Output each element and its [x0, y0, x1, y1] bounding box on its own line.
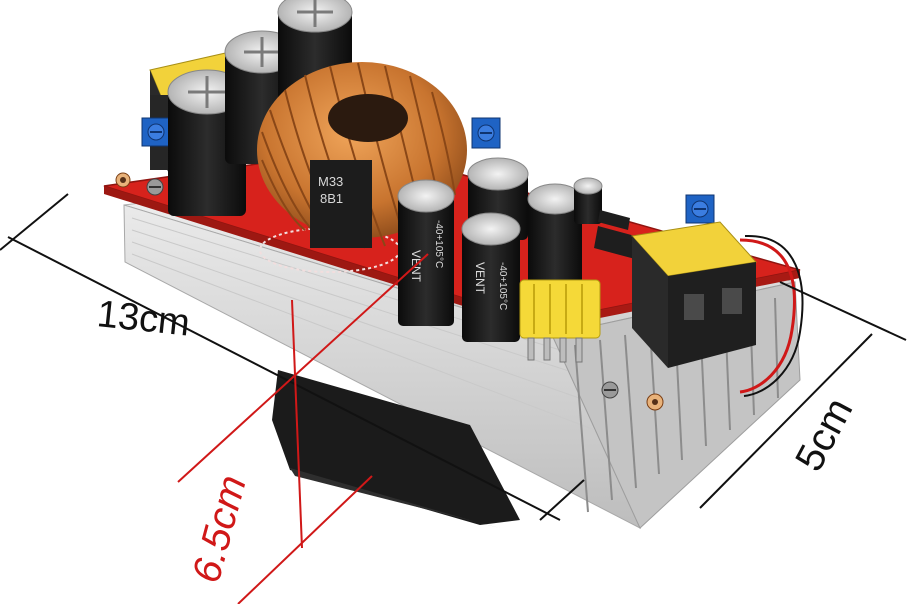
fan	[272, 370, 520, 525]
trimmer-potentiometer	[141, 117, 171, 147]
wire	[739, 234, 804, 397]
capacitor-rating: -40+105°C	[433, 220, 444, 268]
heatsink-streaks	[131, 217, 601, 433]
capacitor-brand: VENT	[473, 262, 487, 295]
capacitor-rating: -40+105°C	[497, 262, 508, 310]
electrolytic-capacitor	[527, 183, 583, 287]
output-terminal	[631, 221, 757, 368]
blade-fuse	[519, 279, 601, 363]
dimension-length: 13cm	[0, 193, 585, 521]
inductor-marking: M33	[318, 174, 343, 189]
inductor-marking: 8B1	[320, 191, 343, 206]
capacitor-brand: VENT	[409, 250, 423, 283]
trimmer-potentiometer	[685, 194, 715, 224]
electrolytic-capacitor: VENT -40+105°C	[397, 179, 455, 326]
electrolytic-capacitor: VENT -40+105°C	[461, 212, 521, 342]
height-label: 6.5cm	[184, 471, 255, 588]
electrolytic-capacitor	[573, 177, 603, 224]
trimmer-potentiometer	[471, 117, 501, 149]
width-label: 5cm	[787, 391, 861, 478]
length-label: 13cm	[95, 293, 192, 344]
